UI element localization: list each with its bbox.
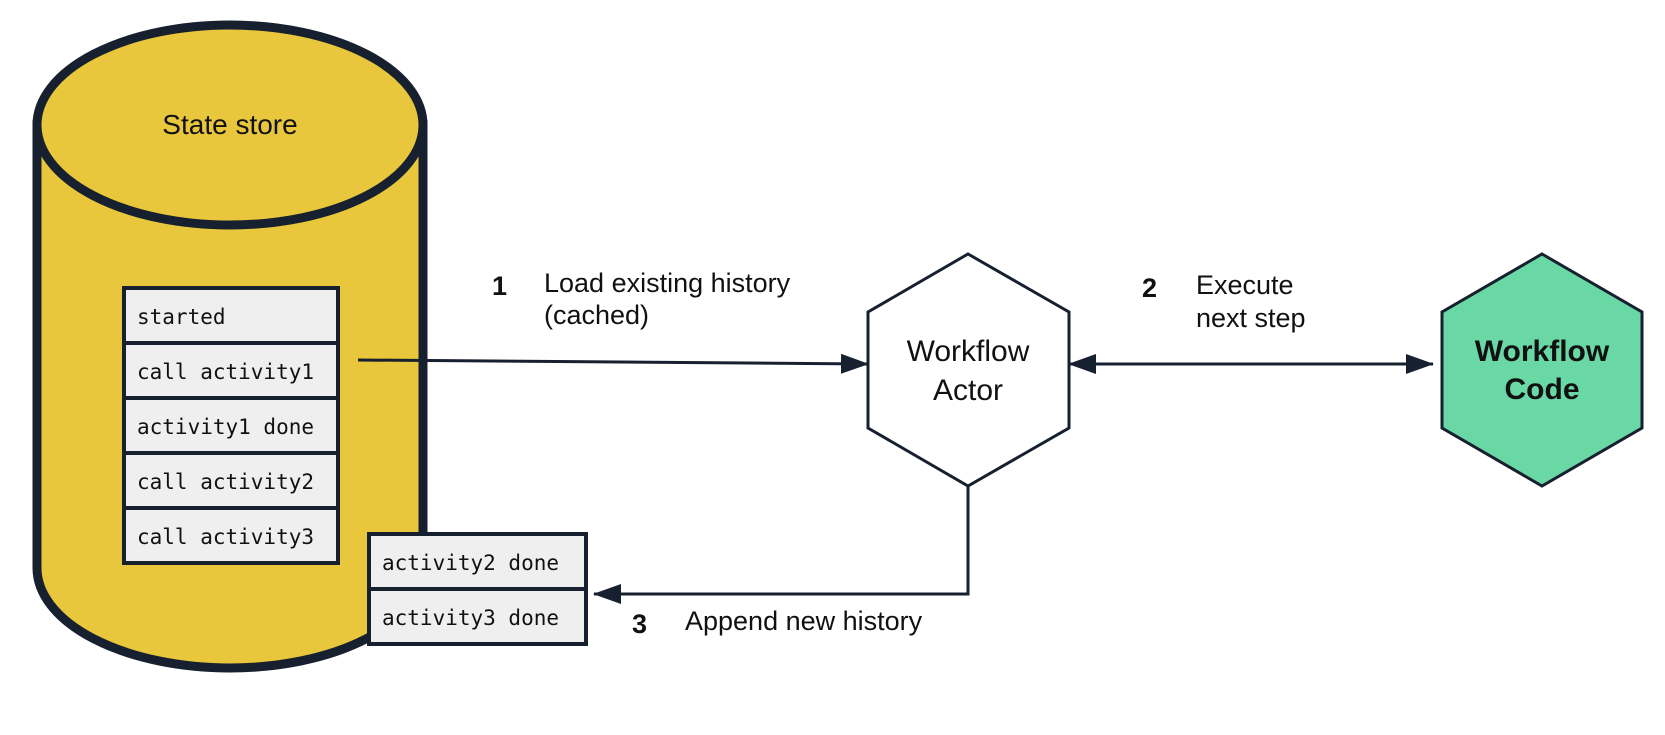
history-row: call activity1 xyxy=(122,341,340,400)
workflow-actor-hexagon xyxy=(866,252,1071,488)
workflow-code-label-line2: Code xyxy=(1505,373,1580,406)
workflow-code-node: Workflow Code xyxy=(1440,252,1644,488)
new-history-list: activity2 done activity3 done xyxy=(367,532,588,646)
new-history-entry-text: activity3 done xyxy=(382,606,559,630)
step-2-label: 2 Execute next step xyxy=(1142,270,1306,333)
step-3-label: 3 Append new history xyxy=(632,606,923,639)
history-row: started xyxy=(122,286,340,345)
new-history-row: activity2 done xyxy=(367,532,588,591)
history-entry-text: call activity3 xyxy=(137,525,314,549)
append-history-arrow xyxy=(593,482,970,604)
history-entry-text: call activity2 xyxy=(137,470,314,494)
new-history-entry-text: activity2 done xyxy=(382,551,559,575)
history-entry-text: started xyxy=(137,305,226,329)
step-1-label: 1 Load existing history (cached) xyxy=(492,268,791,330)
history-row: activity1 done xyxy=(122,396,340,455)
step-1-number: 1 xyxy=(492,271,507,301)
step-2-number: 2 xyxy=(1142,273,1157,303)
step-3-text-line1: Append new history xyxy=(685,606,923,636)
state-store-label: State store xyxy=(162,109,297,140)
history-row: call activity3 xyxy=(122,506,340,565)
step-2-text-line1: Execute xyxy=(1196,270,1294,300)
history-entry-text: call activity1 xyxy=(137,360,314,384)
workflow-code-hexagon xyxy=(1440,252,1644,488)
history-entry-text: activity1 done xyxy=(137,415,314,439)
step-2-text-line2: next step xyxy=(1196,303,1306,333)
workflow-code-label-line1: Workflow xyxy=(1475,335,1610,368)
history-list: started call activity1 activity1 done ca… xyxy=(122,286,340,565)
workflow-actor-label-line2: Actor xyxy=(933,374,1003,407)
history-row: call activity2 xyxy=(122,451,340,510)
step-1-text-line2: (cached) xyxy=(544,300,649,330)
step-1-text-line1: Load existing history xyxy=(544,268,791,298)
load-history-arrow xyxy=(357,353,869,374)
cylinder-top xyxy=(32,20,428,230)
workflow-actor-node: Workflow Actor xyxy=(866,252,1071,488)
new-history-row: activity3 done xyxy=(367,587,588,646)
workflow-actor-label-line1: Workflow xyxy=(907,335,1030,368)
step-3-number: 3 xyxy=(632,609,647,639)
